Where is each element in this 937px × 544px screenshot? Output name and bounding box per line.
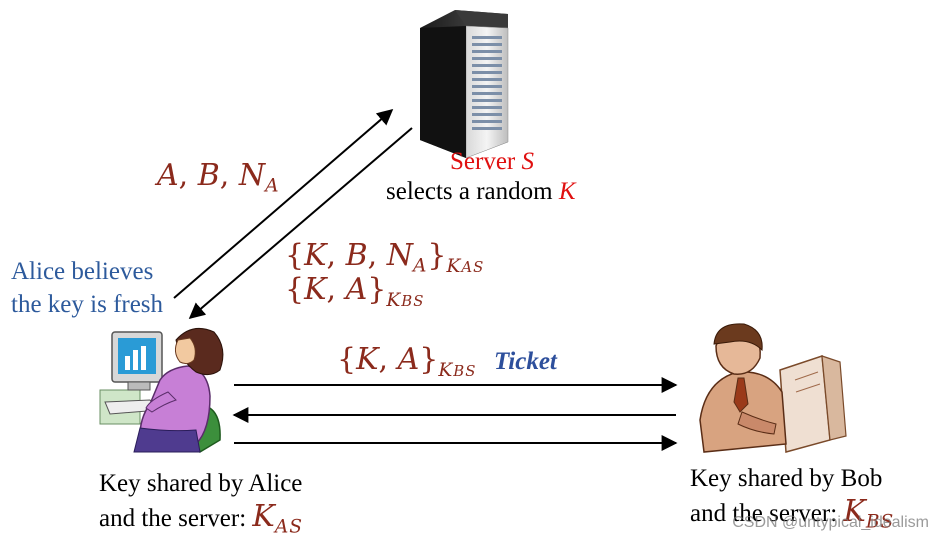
msg2-l1-n: N — [386, 238, 413, 273]
alice-note-line1: Alice believes — [11, 258, 154, 285]
server-icon — [420, 10, 509, 159]
server-select-var: K — [558, 178, 576, 205]
server-label-var: S — [521, 148, 535, 175]
watermark: CSDN @untypical_idealism — [732, 514, 929, 531]
alice-key-k: K — [252, 499, 275, 534]
msg2-line2: {K, A}KBS — [285, 272, 424, 311]
ticket-open: { — [337, 342, 357, 377]
arrow-server-to-alice — [188, 127, 413, 320]
bob-key-line2-text: and the server: — [690, 500, 844, 527]
msg2-l2-k: K — [304, 272, 327, 307]
bob-icon — [699, 323, 847, 453]
msg1-label: A, B, NA — [157, 158, 280, 197]
msg2-l2-a: A — [345, 272, 368, 307]
server-select-label: selects a random — [386, 178, 559, 205]
msg2-l1-sep2: , — [367, 238, 387, 273]
msg2-l1-close: } — [427, 238, 447, 273]
msg1-b: B — [197, 158, 220, 193]
msg1-a: A — [157, 158, 179, 193]
ticket-a: A — [397, 342, 420, 377]
msg2-l1-k: K — [304, 238, 327, 273]
msg2-l1-open: { — [285, 238, 305, 273]
alice-key-line2: and the server: KAS — [99, 500, 303, 544]
msg2-l2-sep: , — [326, 272, 346, 307]
server-label-prefix: Server — [450, 148, 522, 175]
bob-key-k: K — [843, 494, 866, 529]
server-label: Server S — [450, 148, 534, 176]
arrow-alice-to-server — [173, 108, 394, 299]
server-select-text: selects a random K — [386, 178, 576, 206]
bob-key-line1: Key shared by Bob — [690, 465, 883, 492]
msg2-line1: {K, B, NA}KAS — [285, 238, 484, 277]
alice-note-line2: the key is fresh — [11, 291, 164, 318]
ticket-key: K — [438, 359, 454, 381]
alice-note: Alice believes the key is fresh — [11, 255, 163, 321]
bob-key-line2: and the server: KBS — [690, 495, 894, 539]
msg1-n-sub: A — [265, 175, 280, 197]
msg2-l2-close: } — [367, 272, 387, 307]
alice-icon — [99, 327, 224, 454]
msg2-l1-key-sub: AS — [461, 257, 485, 276]
msg2-l2-open: { — [285, 272, 305, 307]
ticket-key-sub: BS — [453, 361, 477, 380]
msg1-n: N — [238, 158, 266, 193]
msg2-l2-key: K — [386, 289, 402, 311]
msg2-l1-sep1: , — [326, 238, 346, 273]
alice-key-note: Key shared by Alice and the server: KAS — [99, 467, 303, 544]
ticket-word: Ticket — [493, 348, 557, 375]
msg2-l1-b: B — [345, 238, 368, 273]
ticket-label: {K, A}KBS Ticket — [337, 342, 557, 381]
alice-key-line1: Key shared by Alice — [99, 470, 303, 497]
msg1-sep1: , — [178, 158, 198, 193]
alice-key-sub: AS — [274, 516, 303, 538]
ticket-k: K — [356, 342, 379, 377]
msg1-sep2: , — [219, 158, 239, 193]
alice-key-line2-text: and the server: — [99, 505, 253, 532]
ticket-close: } — [419, 342, 439, 377]
ticket-sep: , — [378, 342, 398, 377]
msg2-l2-key-sub: BS — [401, 291, 425, 310]
bob-key-sub: BS — [865, 511, 895, 533]
bob-key-note: Key shared by Bob and the server: KBS — [690, 462, 894, 539]
msg2-l1-n-sub: A — [412, 255, 428, 277]
msg2-l1-key: K — [446, 255, 462, 277]
